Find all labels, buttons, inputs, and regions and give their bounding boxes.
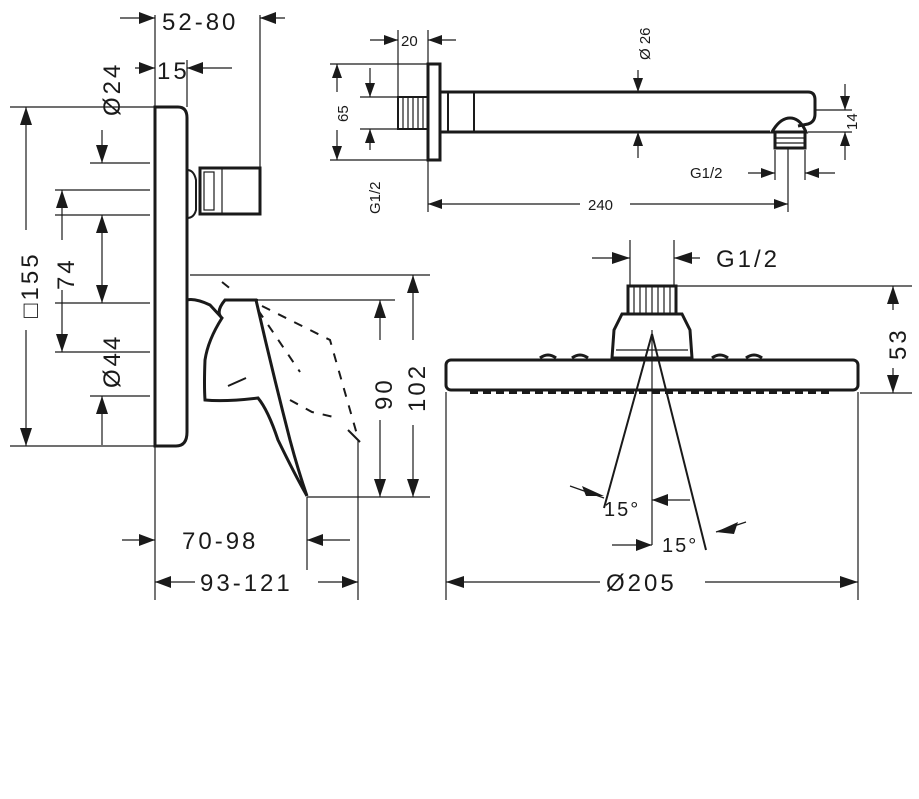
arm-view: 20 Ø 26 65 G1/2 14 G1/2 240 — [330, 27, 861, 214]
dim-102-label: 102 — [404, 363, 431, 412]
dim-g12-left-label: G1/2 — [367, 181, 384, 214]
head-spray-angle — [569, 330, 747, 551]
angle-left-label: 15° — [604, 499, 640, 521]
dim-65-label: 65 — [335, 105, 352, 122]
mixer-wall-plate — [153, 105, 189, 448]
dim-15-label: 15 — [157, 58, 190, 85]
head-inlet-connector — [610, 284, 694, 360]
dim-240-label: 240 — [588, 197, 613, 214]
angle-right-label: 15° — [662, 535, 698, 557]
dim-74-label: 74 — [53, 257, 80, 290]
arm-outlet — [769, 116, 809, 150]
arm-wall-flange — [426, 62, 442, 162]
dim-20-label: 20 — [401, 33, 418, 50]
dim-dia24-label: Ø24 — [99, 62, 126, 116]
dim-dia44-label: Ø44 — [99, 334, 126, 388]
dim-53-label: 53 — [885, 327, 912, 360]
head-g12-label: G1/2 — [716, 246, 780, 273]
head-view: G1/2 53 15° 15° Ø205 — [444, 240, 912, 600]
dim-90-label: 90 — [371, 377, 398, 410]
dim-93-121-label: 93-121 — [200, 570, 293, 597]
mixer-view: 52-80 15 Ø24 □155 74 Ø44 90 102 70-98 93… — [10, 9, 431, 600]
dim-155-label: □155 — [17, 251, 44, 318]
dim-dia26-label: Ø 26 — [637, 27, 654, 60]
dim-14-label: 14 — [844, 113, 861, 130]
arm-threaded-stub — [397, 96, 429, 130]
arm-tube — [440, 90, 817, 134]
mixer-connector — [186, 166, 262, 219]
mixer-dimension-lines — [20, 12, 419, 588]
dim-g12-right-label: G1/2 — [690, 165, 723, 182]
dim-52-80-label: 52-80 — [162, 9, 238, 36]
dim-dia205-label: Ø205 — [606, 570, 677, 597]
dim-70-98-label: 70-98 — [182, 528, 258, 555]
mixer-lever — [186, 281, 361, 497]
